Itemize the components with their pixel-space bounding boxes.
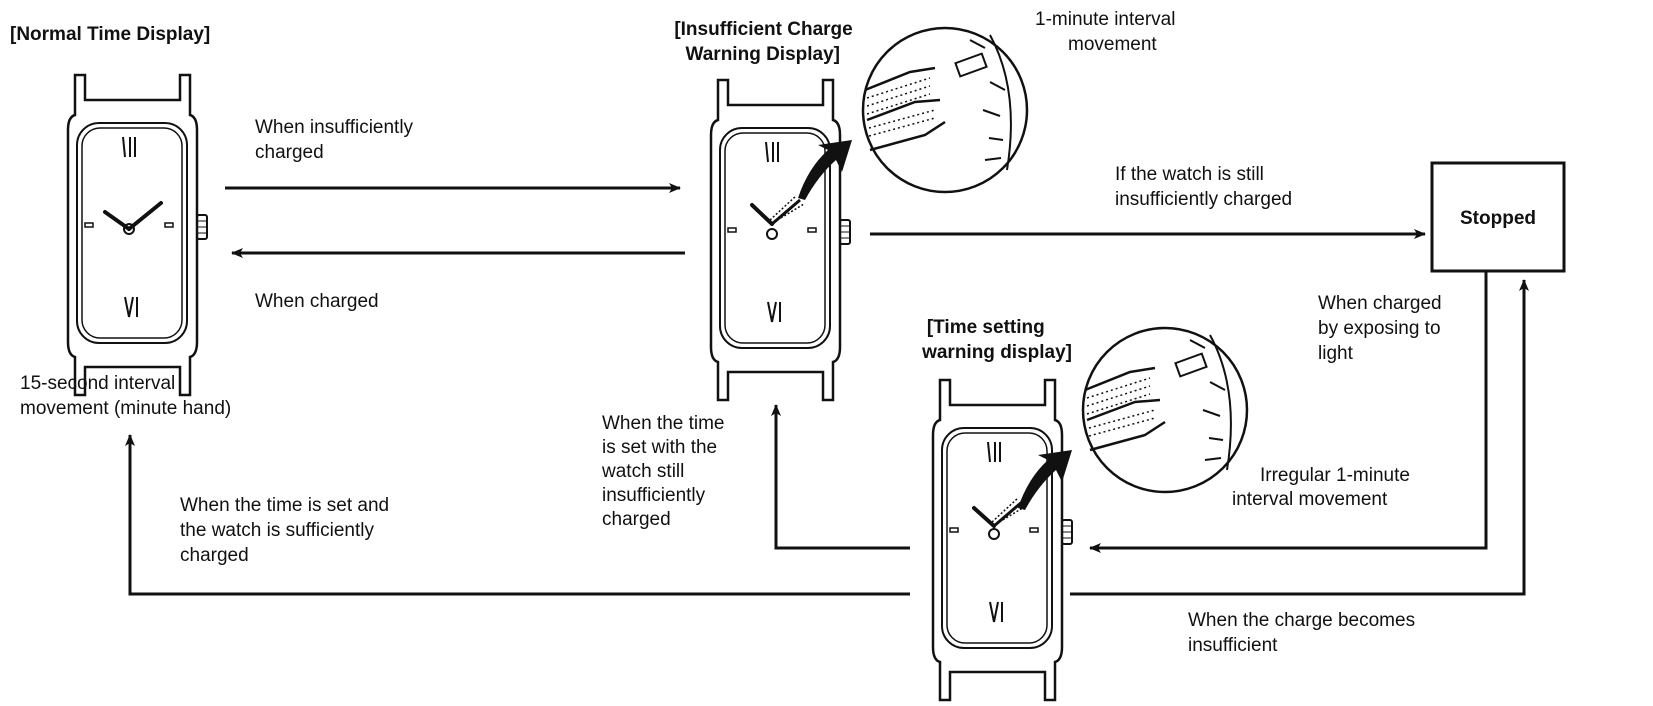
watch-insufficient bbox=[709, 78, 852, 402]
label-when-charged-light: When charged by exposing to light bbox=[1318, 293, 1447, 364]
title-normal: [Normal Time Display] bbox=[10, 24, 210, 45]
zoom-arrow-time-setting bbox=[1018, 450, 1072, 510]
arrow-time-setting-to-stopped bbox=[1070, 279, 1529, 596]
magnifier-one-minute bbox=[861, 26, 1029, 194]
label-irregular: Irregular 1-minute interval movement bbox=[1232, 465, 1415, 510]
title-time-setting: [Time setting warning display] bbox=[921, 317, 1072, 363]
label-if-still-insufficient: If the watch is still insufficiently cha… bbox=[1115, 164, 1292, 210]
stopped-label: Stopped bbox=[1460, 208, 1536, 229]
magnifier-irregular bbox=[1081, 326, 1249, 494]
watch-time-setting bbox=[931, 378, 1074, 702]
label-time-set-sufficient: When the time is set and the watch is su… bbox=[180, 495, 394, 566]
label-one-minute: 1-minute interval movement bbox=[1035, 9, 1181, 55]
arrow-time-setting-to-insufficient bbox=[771, 404, 910, 550]
arrow-time-setting-to-normal bbox=[125, 434, 910, 596]
label-fifteen-second: 15-second interval movement (minute hand… bbox=[20, 373, 231, 419]
label-time-set-still-insufficient: When the time is set with the watch stil… bbox=[601, 413, 730, 530]
stopped-box bbox=[1430, 161, 1566, 273]
label-when-charged: When charged bbox=[255, 291, 379, 312]
arrow-stopped-to-time-setting bbox=[1089, 272, 1488, 553]
title-insufficient: [Insufficient Charge Warning Display] bbox=[674, 19, 858, 65]
zoom-arrow-insufficient bbox=[798, 140, 852, 200]
label-when-insufficiently-charged: When insufficiently charged bbox=[255, 117, 418, 163]
label-charge-becomes-insufficient: When the charge becomes insufficient bbox=[1188, 610, 1420, 656]
watch-normal bbox=[66, 73, 209, 397]
